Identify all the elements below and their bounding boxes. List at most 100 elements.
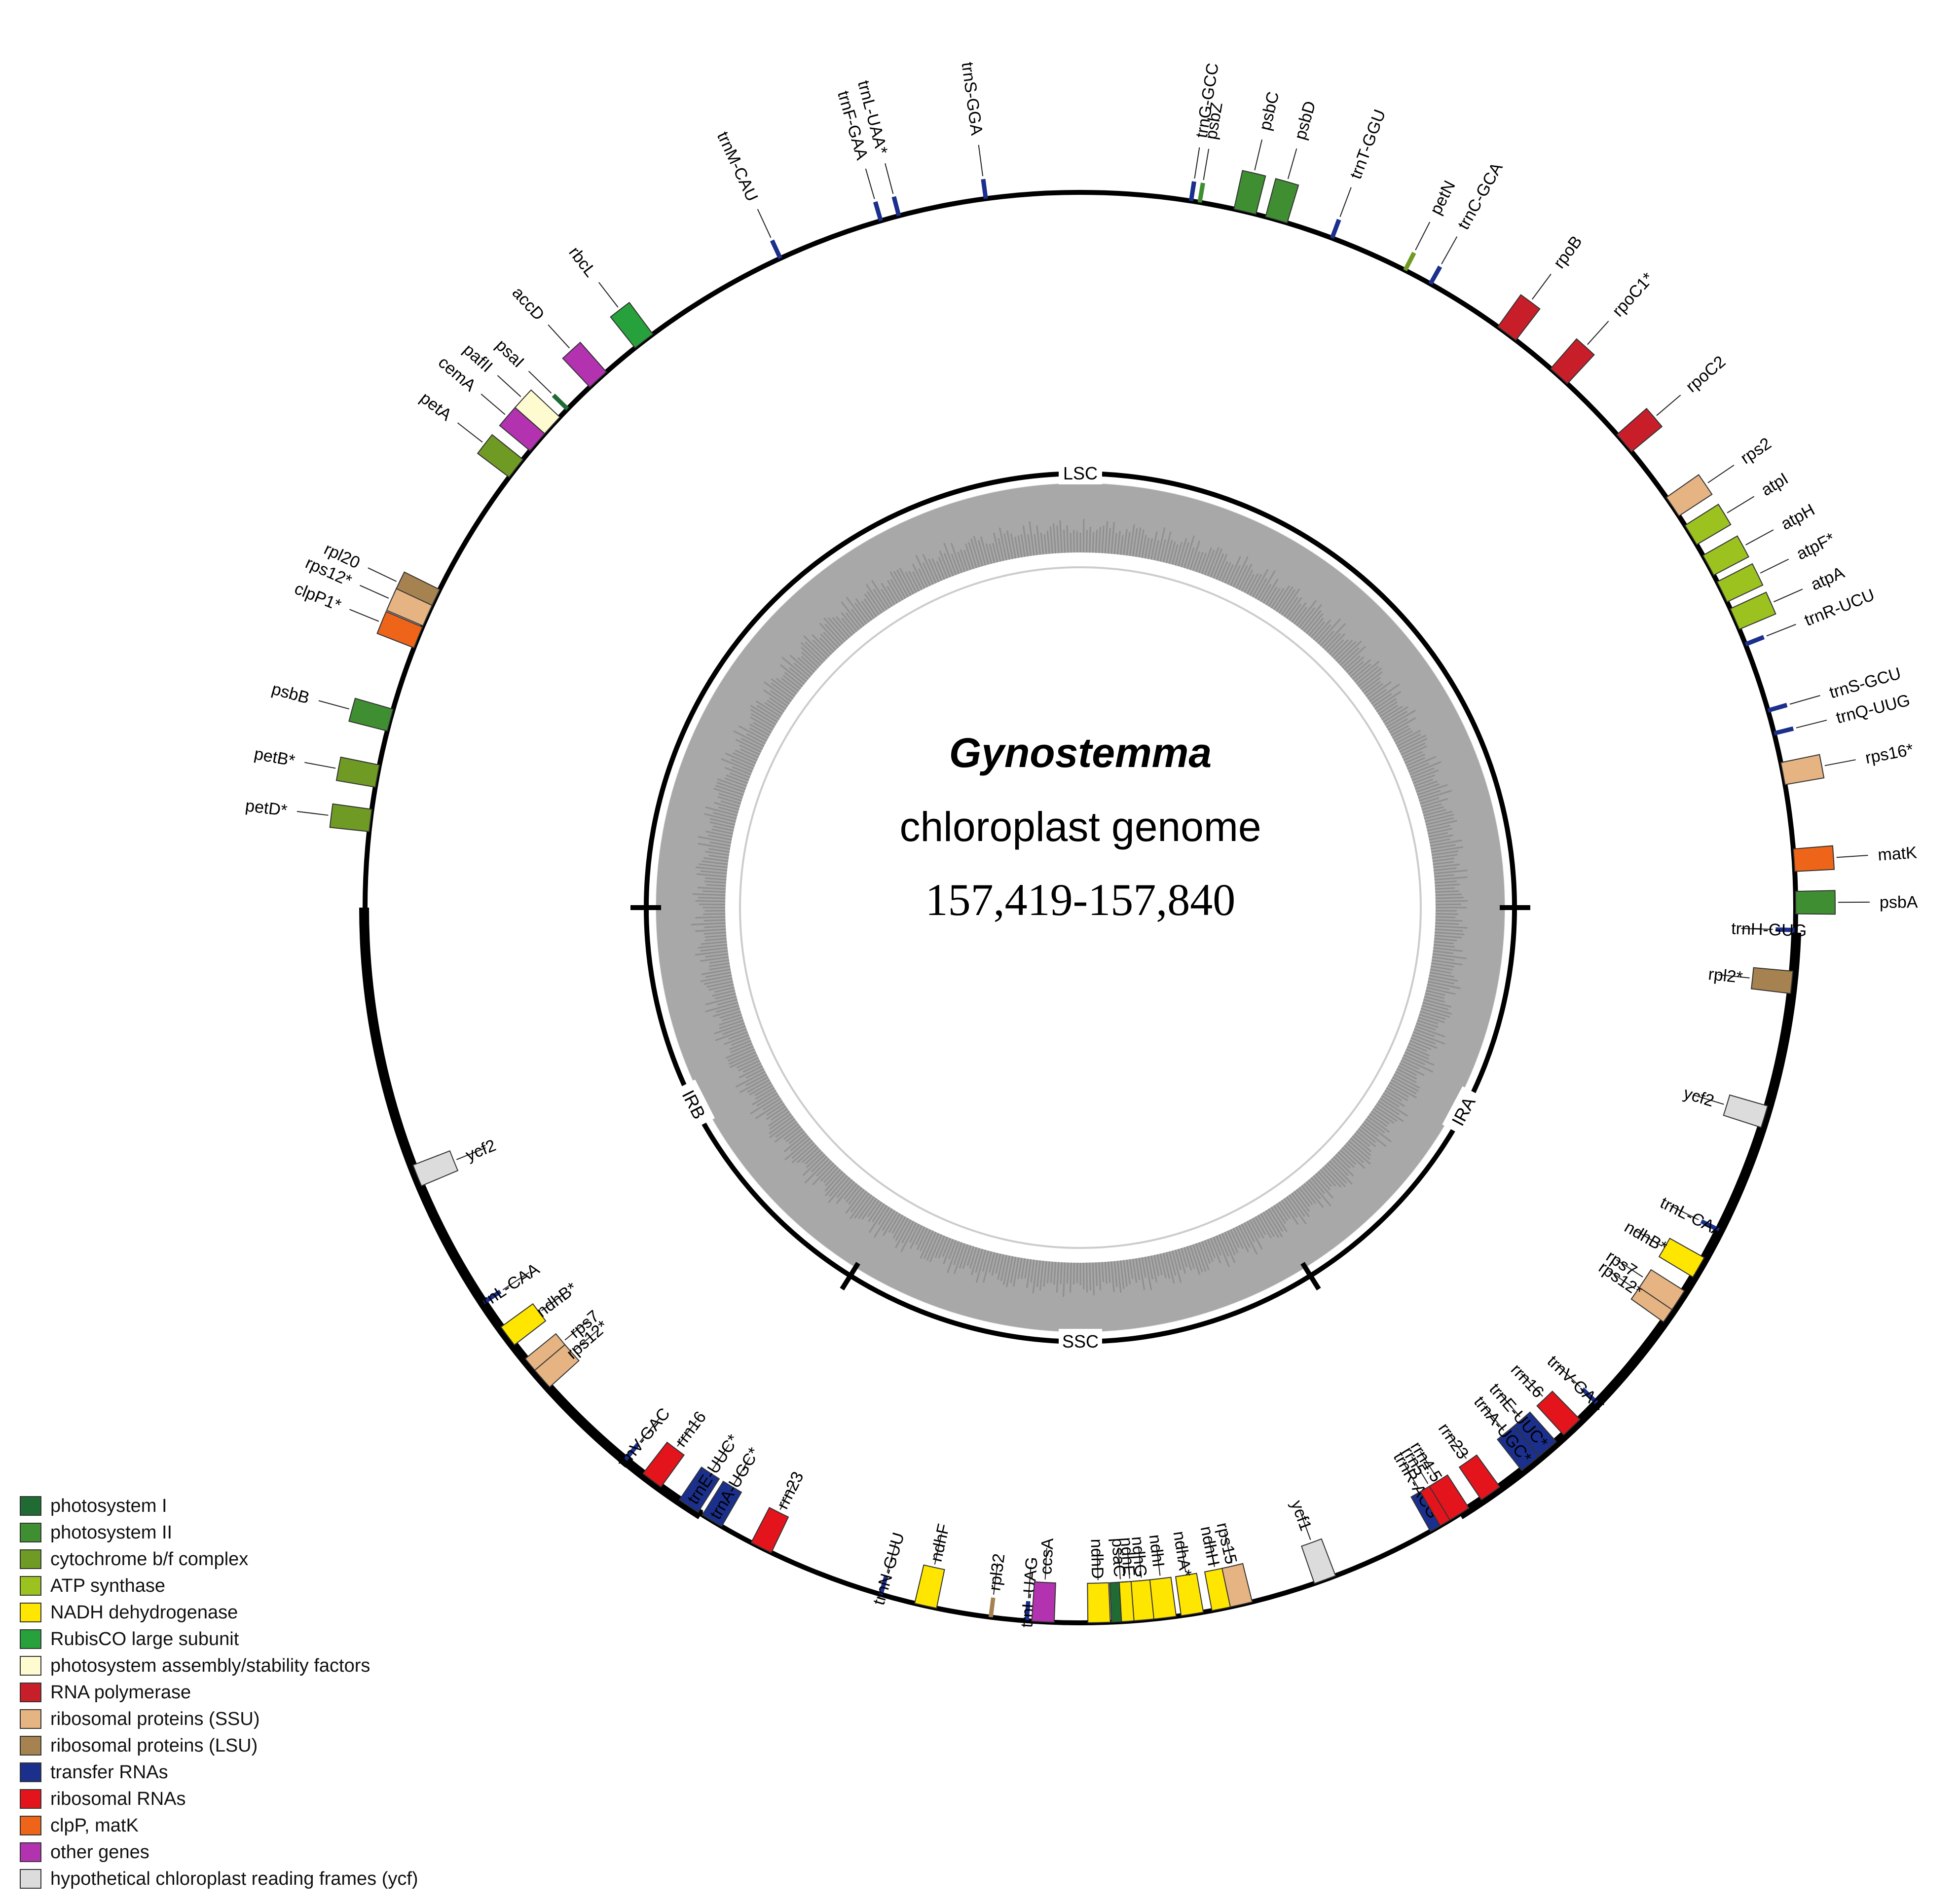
region-tick <box>840 1262 860 1291</box>
gc-bar <box>1286 597 1302 619</box>
gene-leader <box>1745 529 1774 546</box>
gc-bar <box>705 934 727 938</box>
gc-bar <box>715 992 736 1000</box>
gc-bar <box>1383 706 1409 723</box>
gc-bar <box>1183 535 1195 568</box>
gene-block <box>386 588 433 627</box>
gene-label: trnM-CAU <box>713 129 762 204</box>
gc-bar <box>695 950 728 956</box>
gc-bar <box>768 1110 790 1127</box>
gc-bar <box>1192 551 1200 571</box>
gc-bar <box>1374 691 1402 710</box>
gc-bar <box>1333 1156 1354 1176</box>
gene-leader <box>368 567 397 582</box>
gc-bar <box>1021 1258 1026 1279</box>
gc-bar <box>915 554 931 586</box>
gc-bar <box>1046 1261 1050 1283</box>
gc-bar <box>864 593 880 616</box>
gc-bar <box>1039 1260 1044 1291</box>
gc-bar <box>1337 1151 1355 1168</box>
gc-bar <box>717 998 738 1006</box>
gc-bar <box>938 557 948 579</box>
gc-bar <box>963 549 971 570</box>
gc-bar <box>1183 1247 1192 1271</box>
gene-label: atpH <box>1778 500 1818 534</box>
gc-bar <box>1435 883 1460 887</box>
gc-bar <box>1168 541 1176 564</box>
gc-bar <box>1003 533 1010 560</box>
gc-bar <box>1412 1031 1445 1045</box>
gc-bar <box>1431 959 1463 966</box>
legend-swatch <box>20 1816 41 1835</box>
gc-bar <box>1415 1025 1445 1038</box>
gc-bar <box>912 571 923 590</box>
gene-leader <box>1194 147 1200 179</box>
gc-bar <box>1365 683 1384 697</box>
legend-label: RNA polymerase <box>50 1682 191 1703</box>
gc-bar <box>804 1158 830 1184</box>
gc-bar <box>1288 1194 1305 1217</box>
gc-bar <box>1246 1221 1263 1250</box>
gc-bar <box>1120 1260 1125 1289</box>
gc-bar <box>1416 783 1440 793</box>
gc-bar <box>771 682 794 700</box>
gc-bar <box>1195 551 1204 572</box>
gene-block <box>1795 890 1836 915</box>
gc-bar <box>1408 762 1430 772</box>
gc-bar <box>992 543 998 563</box>
gc-bar <box>861 600 875 619</box>
gc-bar <box>775 1121 797 1138</box>
gc-bar <box>943 543 957 576</box>
gc-bar <box>1390 1079 1417 1095</box>
gene-label: ccsA <box>1036 1538 1057 1575</box>
gc-bar <box>1178 538 1187 567</box>
region-label-bg <box>1059 1329 1102 1353</box>
gc-bar <box>755 1100 783 1120</box>
legend-label: photosystem II <box>50 1522 173 1543</box>
gc-bar <box>781 657 809 680</box>
gc-bar <box>827 1177 850 1204</box>
gc-bar <box>1181 1247 1188 1268</box>
gene-label: trnN-GUU <box>869 1531 908 1608</box>
gc-bar <box>1399 738 1428 753</box>
gc-bar <box>719 1011 741 1019</box>
gene-label: rbcL <box>565 243 599 281</box>
gc-bar <box>1432 956 1455 961</box>
legend-swatch <box>20 1523 41 1542</box>
gc-bar <box>811 1156 828 1172</box>
gc-bar <box>1418 1017 1439 1025</box>
gc-bar <box>1224 1232 1236 1255</box>
gc-bar <box>846 596 867 624</box>
legend-item: photosystem assembly/stability factors <box>20 1652 562 1679</box>
gc-bar <box>739 748 759 759</box>
gc-bar <box>1032 1260 1038 1293</box>
gene-label: psbA <box>1880 893 1918 912</box>
gc-bar <box>1408 1043 1427 1052</box>
gc-bar <box>724 777 747 787</box>
gc-bar <box>1350 659 1371 678</box>
gc-bar <box>730 1043 753 1054</box>
gc-bar <box>1352 663 1371 680</box>
gc-bar <box>722 1014 742 1022</box>
gene-leader <box>1557 1364 1581 1388</box>
region-tick <box>1300 1262 1321 1291</box>
gc-bar <box>1428 978 1454 985</box>
gc-bar <box>1126 532 1131 556</box>
gc-bar <box>1381 1095 1400 1108</box>
gene-block <box>1793 845 1835 872</box>
gene-leader <box>1656 395 1681 416</box>
gc-bar <box>873 1208 893 1238</box>
gc-bar <box>1153 540 1159 561</box>
gc-bar <box>800 642 823 664</box>
gc-bar <box>920 1229 931 1251</box>
gc-bar <box>1420 1011 1446 1020</box>
gene-block <box>1550 338 1595 385</box>
gc-bar <box>1129 1259 1134 1280</box>
gc-bar <box>731 759 754 770</box>
legend-swatch <box>20 1869 41 1889</box>
gene-label: ycf2 <box>463 1136 499 1165</box>
gene-block <box>1330 219 1341 239</box>
gc-bar <box>1322 623 1346 649</box>
gc-bar <box>1291 602 1307 623</box>
